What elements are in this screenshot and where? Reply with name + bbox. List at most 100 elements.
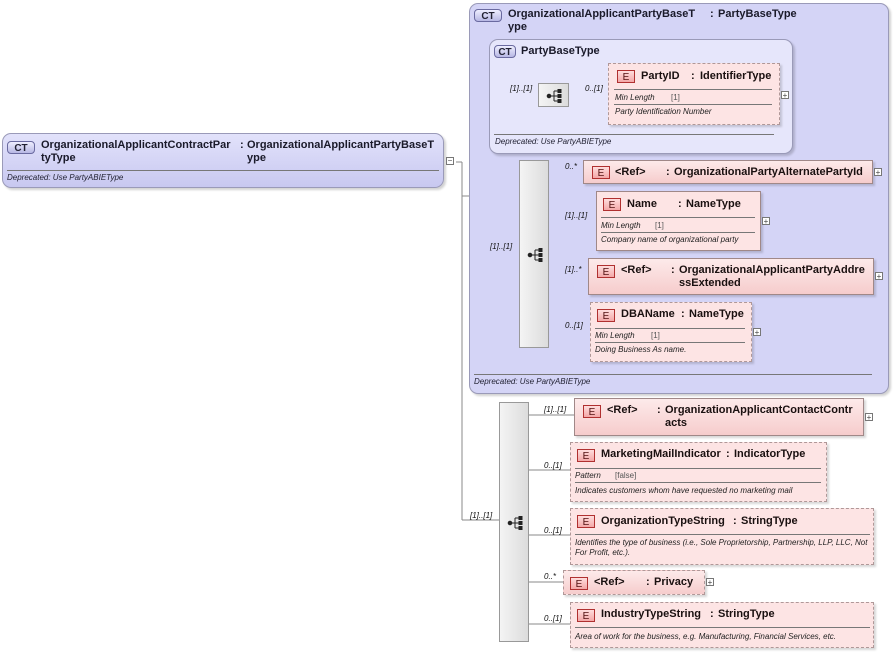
root-type-name-line1: OrganizationalApplicantContractPar	[41, 139, 231, 151]
party-base-name: PartyBaseType	[521, 45, 600, 57]
mid-seq-cardinality: [1]..[1]	[490, 242, 513, 251]
address-type-line1: OrganizationalApplicantPartyAddre	[679, 264, 865, 276]
separator	[614, 89, 772, 90]
expand-name-icon[interactable]: +	[762, 217, 770, 226]
root-base-type-line1: OrganizationalApplicantPartyBaseT	[247, 139, 435, 151]
element-badge: E	[597, 265, 615, 278]
alt-party-name: <Ref>	[615, 166, 646, 178]
contacts-element[interactable]: E <Ref> : OrganizationApplicantContactCo…	[574, 398, 864, 436]
industry-cardinality: 0..[1]	[544, 614, 562, 623]
industry-element[interactable]: E IndustryTypeString : StringType Area o…	[570, 602, 874, 648]
org-type-cardinality: 0..[1]	[544, 526, 562, 535]
org-type-colon: :	[733, 515, 737, 527]
privacy-name: <Ref>	[594, 576, 625, 588]
collapse-root-icon[interactable]: −	[446, 156, 454, 165]
name-name: Name	[627, 198, 657, 210]
element-badge: E	[577, 449, 595, 462]
separator	[601, 232, 755, 233]
dba-name: DBAName	[621, 308, 675, 320]
separator	[601, 217, 755, 218]
dba-element[interactable]: E DBAName : NameType Min Length [1] Doin…	[590, 302, 752, 362]
expand-party-id-icon[interactable]: +	[781, 91, 789, 100]
dba-colon: :	[681, 308, 685, 320]
separator	[575, 468, 821, 469]
ct-badge: CT	[494, 45, 516, 58]
dba-type: NameType	[689, 308, 744, 320]
party-base-t-deprecated-note: Deprecated: Use PartyABIEType	[474, 377, 591, 386]
dba-cardinality: 0..[1]	[565, 321, 583, 330]
element-badge: E	[570, 577, 588, 590]
mid-sequence[interactable]	[519, 160, 549, 348]
industry-type: StringType	[718, 608, 775, 620]
address-element[interactable]: E <Ref> : OrganizationalApplicantPartyAd…	[588, 258, 874, 295]
alt-party-element[interactable]: E <Ref> : OrganizationalPartyAlternatePa…	[583, 160, 873, 184]
expand-alt-party-icon[interactable]: +	[874, 168, 882, 177]
marketing-facet-value: [false]	[615, 471, 637, 480]
dba-facet-label: Min Length	[595, 331, 635, 340]
party-base-t-name: OrganizationalApplicantPartyBaseT	[508, 8, 696, 20]
separator	[614, 104, 772, 105]
element-badge: E	[577, 609, 595, 622]
contacts-type-line1: OrganizationApplicantContactContr	[665, 404, 853, 416]
element-badge: E	[592, 166, 610, 179]
ct-badge: CT	[7, 141, 35, 154]
alt-party-colon: :	[666, 166, 670, 178]
name-element[interactable]: E Name : NameType Min Length [1] Company…	[596, 191, 761, 251]
contacts-colon: :	[657, 404, 661, 416]
name-facet-value: [1]	[655, 221, 664, 230]
marketing-element[interactable]: E MarketingMailIndicator : IndicatorType…	[570, 442, 827, 502]
org-type-element[interactable]: E OrganizationTypeString : StringType Id…	[570, 508, 874, 565]
expand-dba-icon[interactable]: +	[753, 328, 761, 337]
element-badge: E	[583, 405, 601, 418]
org-type-name: OrganizationTypeString	[601, 515, 725, 527]
org-type-type: StringType	[741, 515, 798, 527]
party-id-type: IdentifierType	[700, 70, 772, 82]
party-id-element[interactable]: E PartyID : IdentifierType Min Length [1…	[608, 63, 780, 125]
address-name: <Ref>	[621, 264, 652, 276]
separator	[575, 482, 821, 483]
marketing-name: MarketingMailIndicator	[601, 448, 721, 460]
dba-doc: Doing Business As name.	[595, 345, 687, 354]
contacts-name: <Ref>	[607, 404, 638, 416]
party-base-sequence[interactable]	[538, 83, 569, 107]
party-base-seq-cardinality: [1]..[1]	[510, 84, 533, 93]
marketing-colon: :	[726, 448, 730, 460]
ct-badge: CT	[474, 9, 502, 22]
marketing-type: IndicatorType	[734, 448, 806, 460]
industry-name: IndustryTypeString	[601, 608, 702, 620]
separator	[474, 374, 872, 375]
element-badge: E	[603, 198, 621, 211]
bottom-sequence[interactable]	[499, 402, 529, 642]
sequence-icon	[527, 248, 543, 262]
party-id-facet-value: [1]	[671, 93, 680, 102]
expand-contacts-icon[interactable]: +	[865, 413, 873, 422]
marketing-cardinality: 0..[1]	[544, 461, 562, 470]
expand-privacy-icon[interactable]: +	[706, 578, 714, 587]
party-id-name: PartyID	[641, 70, 680, 82]
separator	[595, 328, 745, 329]
privacy-cardinality: 0..*	[544, 572, 557, 581]
name-doc: Company name of organizational party	[601, 235, 739, 244]
privacy-element[interactable]: E <Ref> : Privacy	[563, 570, 705, 595]
separator	[575, 627, 870, 628]
sequence-icon	[507, 516, 523, 530]
alt-party-cardinality: 0..*	[565, 162, 578, 171]
name-cardinality: [1]..[1]	[565, 211, 588, 220]
separator	[7, 170, 439, 171]
party-base-t-base: PartyBaseType	[718, 8, 797, 20]
privacy-type: Privacy	[654, 576, 694, 588]
contacts-type-line2: acts	[665, 417, 688, 429]
party-base-t-name-line2: ype	[508, 21, 527, 33]
dba-facet-value: [1]	[651, 331, 660, 340]
separator	[575, 534, 870, 535]
address-cardinality: [1]..*	[565, 265, 582, 274]
party-id-cardinality: 0..[1]	[585, 84, 603, 93]
name-type: NameType	[686, 198, 741, 210]
party-id-doc: Party Identification Number	[615, 107, 712, 116]
root-complex-type[interactable]: CT OrganizationalApplicantContractPar ty…	[2, 133, 444, 188]
expand-address-icon[interactable]: +	[875, 272, 883, 281]
root-type-name-line2: tyType	[41, 152, 76, 164]
party-id-facet-label: Min Length	[615, 93, 655, 102]
name-facet-label: Min Length	[601, 221, 641, 230]
party-base-t-colon: :	[710, 8, 714, 20]
